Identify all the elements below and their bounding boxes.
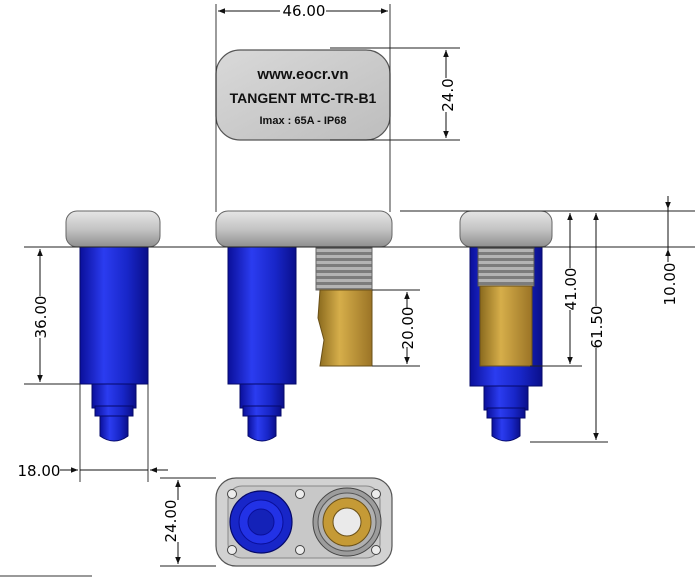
label-rating: Imax : 65A - IP68	[259, 115, 346, 127]
dim-36-text: 36.00	[32, 296, 50, 339]
dim-46-text: 46.00	[283, 2, 326, 20]
connector-side-view-middle	[215, 210, 393, 442]
dim-18-text: 18.00	[18, 462, 61, 480]
dim-20-text: 20.00	[399, 307, 417, 350]
label-website: www.eocr.vn	[256, 66, 348, 83]
dimension-insert-height: 20.00	[372, 289, 420, 367]
connector-side-view-left	[65, 210, 161, 442]
dimension-label-height: 24.0	[330, 47, 460, 141]
label-model: TANGENT MTC-TR-B1	[230, 90, 377, 106]
dim-10-text: 10.00	[661, 263, 679, 306]
dim-24-text: 24.0	[439, 78, 457, 111]
dim-24-base-text: 24.00	[162, 500, 180, 543]
dimension-top-width: 46.00	[215, 2, 391, 212]
connector-section-view-right	[459, 210, 553, 442]
dimension-right-group: 41.00 61.50 10.00	[24, 196, 695, 443]
dim-61-50-text: 61.50	[588, 306, 606, 349]
dimension-base-height: 24.00	[160, 477, 216, 567]
label-plate: www.eocr.vn TANGENT MTC-TR-B1 Imax : 65A…	[215, 49, 391, 141]
dim-41-text: 41.00	[562, 268, 580, 311]
connector-bottom-view	[215, 477, 393, 567]
dimension-left-group: 36.00 18.00	[18, 249, 168, 482]
